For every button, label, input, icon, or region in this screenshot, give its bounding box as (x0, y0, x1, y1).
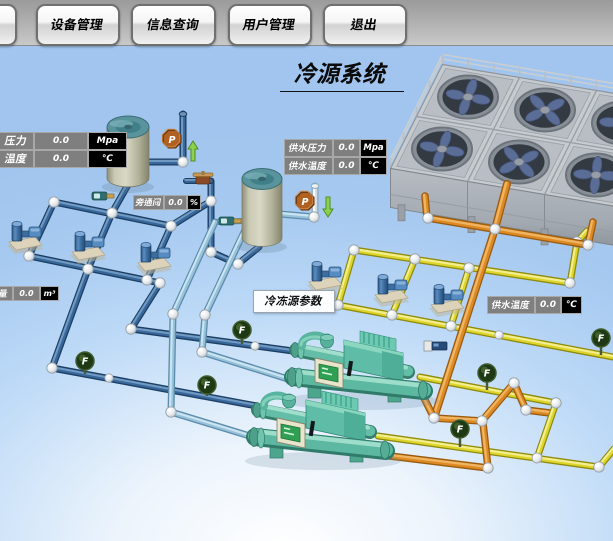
pressure-gauge: P (294, 190, 315, 211)
unit-cell: Mpa (360, 139, 387, 157)
label-cell (284, 139, 333, 157)
flow-gauge: F (232, 320, 252, 344)
tower-fan-icon (488, 139, 550, 185)
toolbar (0, 0, 613, 46)
chiller-1 (283, 331, 439, 410)
cjk-text (263, 295, 323, 307)
tower-fan-icon (565, 152, 613, 198)
cjk-text (350, 17, 377, 30)
table-row: 0.0 m³ (0, 286, 59, 301)
table-row: 0.0 ℃ (284, 157, 387, 175)
chilled-water-pump-2 (70, 231, 106, 264)
valve-icon (192, 171, 214, 185)
up-arrow-icon (187, 140, 199, 162)
flow-gauge: F (197, 375, 217, 396)
unit-cell: ℃ (561, 296, 582, 314)
bypass-valve-table: 0.0 % (133, 195, 201, 210)
cjk-text (134, 197, 161, 206)
thermometer-icon (91, 191, 115, 201)
svg-text:F: F (598, 334, 605, 345)
toolbar-button-equipment[interactable] (36, 4, 120, 46)
svg-text:F: F (484, 369, 491, 380)
table-row: 0.0 ℃ (0, 150, 127, 168)
cjk-text (490, 299, 530, 309)
buffer-tank-2 (237, 168, 287, 253)
cjk-text (145, 17, 199, 30)
unit-cell: ℃ (88, 150, 127, 168)
value-cell: 0.0 (34, 132, 88, 150)
table-row: 0.0 Mpa (0, 132, 127, 150)
unit-cell: ℃ (360, 157, 387, 175)
supply-water-table: 0.0 Mpa 0.0 ℃ (284, 139, 387, 175)
cooling-water-pump-3 (429, 284, 465, 317)
thermometer-icon (218, 216, 242, 226)
toolbar-button-partial[interactable] (0, 4, 17, 46)
value-cell: 0.0 (333, 139, 360, 157)
label-cell (487, 296, 535, 314)
flow-gauge: F (591, 328, 611, 355)
cjk-text (0, 288, 8, 297)
tower-fan-icon (437, 74, 499, 120)
cjk-text (288, 142, 327, 152)
flow-gauge: F (75, 351, 95, 374)
value-cell: 0.0 (34, 150, 88, 168)
value-cell: 0.0 (535, 296, 561, 314)
cooling-tower-bank (389, 53, 613, 246)
cooling-water-pump-2 (373, 274, 409, 307)
cjk-text (4, 134, 27, 146)
page-title (280, 62, 404, 92)
flow-switch-icon (423, 340, 448, 352)
value-cell: 0.0 (333, 157, 360, 175)
tower-fan-icon (591, 101, 613, 145)
flow-gauge: F (477, 363, 497, 390)
svg-text:P: P (169, 135, 176, 146)
chilled-water-pump-3 (136, 242, 172, 275)
svg-text:F: F (82, 357, 89, 368)
svg-text:F: F (457, 425, 464, 436)
label-cell (0, 286, 13, 301)
label-cell (133, 195, 164, 210)
value-cell: 0.0 (13, 286, 40, 301)
pressure-gauge: P (161, 128, 182, 149)
cjk-text (50, 17, 104, 30)
tower-fan-icon (411, 126, 473, 172)
plant-diagram: F F F F F F P P (7, 53, 613, 541)
cooling-water-pipe-crossover (531, 397, 562, 464)
label-cell (0, 132, 34, 150)
cjk-text (4, 152, 28, 163)
flow-table: 0.0 m³ (0, 286, 59, 301)
label-cell (284, 157, 333, 175)
toolbar-button-user-mgmt[interactable] (228, 4, 312, 46)
chilled-water-pump-1 (7, 221, 43, 254)
cjk-text (293, 62, 389, 85)
table-row: 0.0 % (133, 195, 201, 210)
cjk-text (288, 160, 328, 170)
unit-cell: Mpa (88, 132, 127, 150)
chiller-params-button[interactable] (253, 290, 335, 313)
value-cell: 0.0 (164, 195, 187, 210)
svg-text:F: F (239, 326, 246, 337)
return-water-table: 0.0 Mpa 0.0 ℃ (0, 132, 127, 168)
table-row: 0.0 Mpa (284, 139, 387, 157)
label-cell (0, 150, 34, 168)
table-row: 0.0 ℃ (487, 296, 582, 314)
chilled-water-supply-pipes (165, 182, 320, 441)
svg-text:F: F (204, 381, 211, 392)
unit-cell: m³ (40, 286, 59, 301)
tower-fan-icon (514, 87, 576, 133)
toolbar-button-info-query[interactable] (131, 4, 216, 46)
toolbar-button-exit[interactable] (323, 4, 407, 46)
flow-gauge: F (450, 419, 470, 447)
svg-text:P: P (302, 197, 309, 208)
cw-supply-temp-table: 0.0 ℃ (487, 296, 582, 314)
down-arrow-icon (322, 196, 334, 218)
chilled-water-return-pipes (23, 110, 297, 410)
unit-cell: % (187, 195, 201, 210)
cjk-text (242, 17, 296, 30)
